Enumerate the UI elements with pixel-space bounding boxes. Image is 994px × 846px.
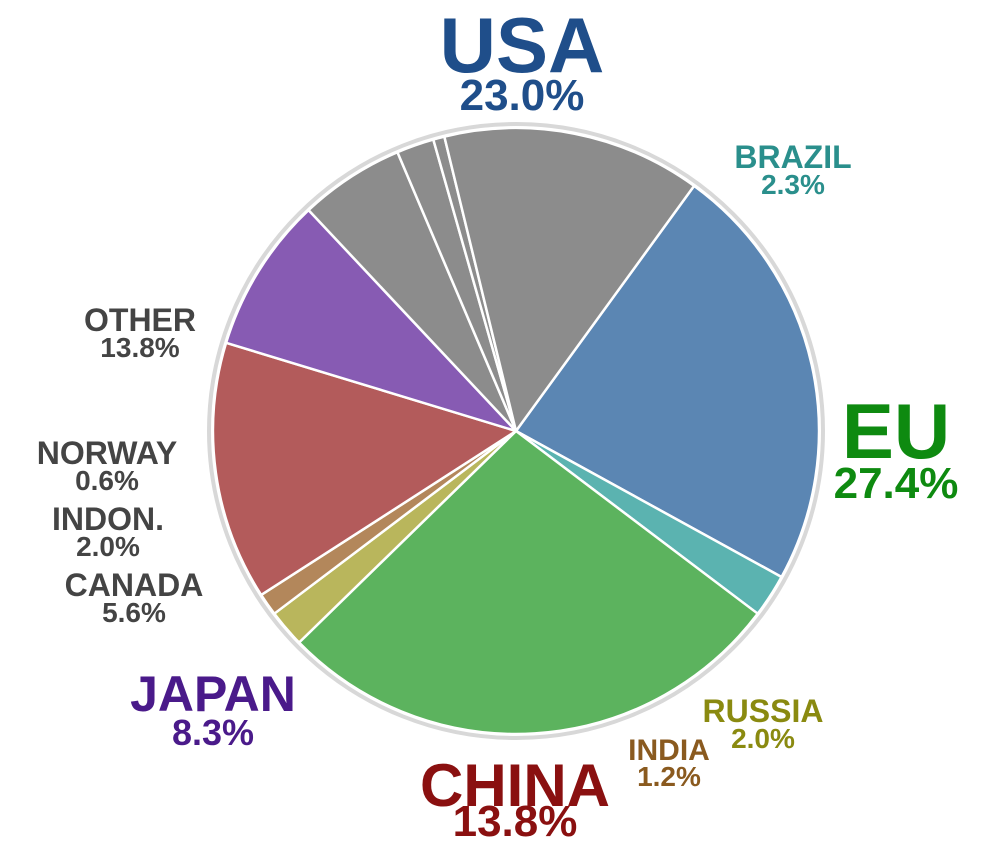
percent-label-eu: 27.4%: [834, 459, 959, 508]
label-norway: NORWAY: [37, 435, 177, 471]
slice-other: [443, 126, 696, 433]
label-japan: JAPAN: [130, 666, 296, 722]
percent-label-canada: 5.6%: [102, 597, 166, 628]
percent-label-norway: 0.6%: [75, 465, 139, 496]
slice-usa: [514, 184, 821, 579]
label-other: OTHER: [84, 302, 196, 338]
percent-label-indon: 2.0%: [76, 531, 140, 562]
percent-label-china: 13.8%: [453, 797, 578, 846]
pie-labels: USA23.0%BRAZIL2.3%EU27.4%RUSSIA2.0%INDIA…: [37, 1, 959, 846]
percent-label-brazil: 2.3%: [761, 169, 825, 200]
slice-china: [211, 341, 518, 597]
slice-eu: [297, 429, 759, 736]
percent-label-other: 13.8%: [100, 332, 179, 363]
label-indon: INDON.: [52, 501, 164, 537]
label-russia: RUSSIA: [703, 693, 824, 729]
label-china: CHINA: [420, 752, 610, 819]
label-india: INDIA: [628, 734, 710, 767]
label-brazil: BRAZIL: [734, 139, 851, 175]
label-usa: USA: [440, 1, 605, 89]
label-canada: CANADA: [65, 567, 204, 603]
percent-label-russia: 2.0%: [731, 723, 795, 754]
percent-label-japan: 8.3%: [172, 712, 254, 753]
pie-slices: [211, 126, 821, 736]
pie-rim: [207, 122, 825, 740]
label-eu: EU: [842, 387, 950, 475]
percent-label-india: 1.2%: [637, 761, 701, 792]
percent-label-usa: 23.0%: [460, 71, 585, 120]
slice-japan: [224, 208, 518, 433]
